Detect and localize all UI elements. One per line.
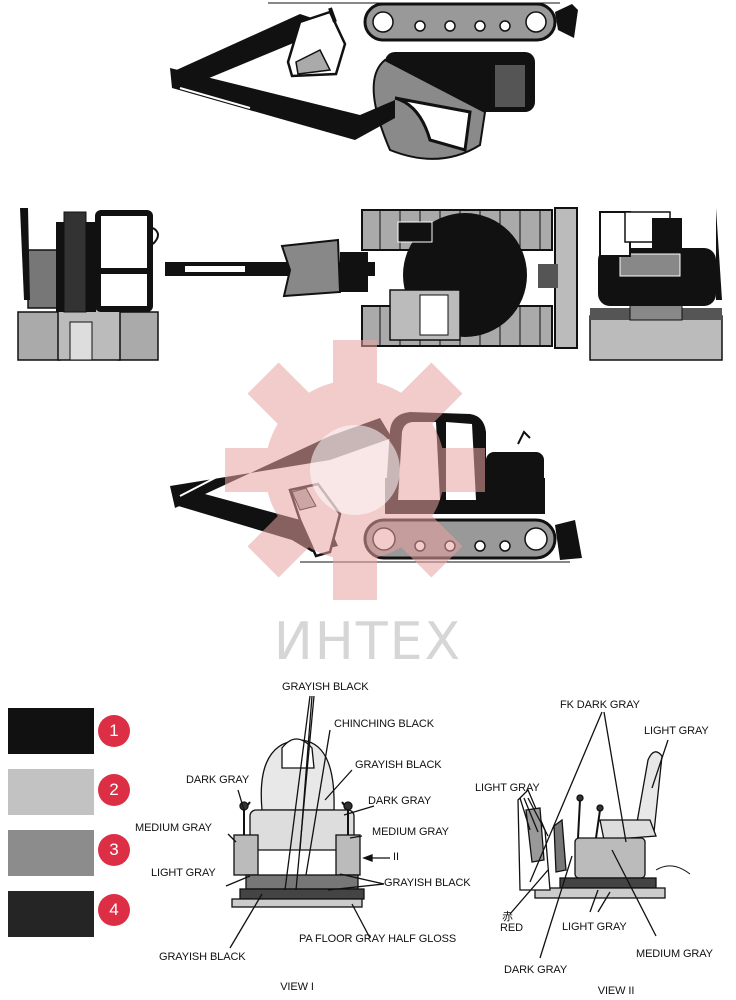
excavator-side-view xyxy=(170,412,582,563)
badge-2: 2 xyxy=(98,774,130,806)
excavator-plan-view xyxy=(165,207,578,349)
label-light-gray-bottom: LIGHT GRAY xyxy=(562,921,627,933)
label-pa-floor-gray: PA FLOOR GRAY HALF GLOSS xyxy=(299,933,457,945)
label-chinching-black: CHINCHING BLACK xyxy=(334,718,434,730)
badge-1: 1 xyxy=(98,715,130,747)
label-red: RED xyxy=(500,922,523,934)
label-fk-dark-gray: FK DARK GRAY xyxy=(560,699,640,711)
excavator-views xyxy=(17,2,723,563)
swatch-3 xyxy=(8,830,94,876)
arrow-view-2-label: II xyxy=(393,851,399,863)
label-medium-gray-left: MEDIUM GRAY xyxy=(135,822,212,834)
view-1-seat-drawing xyxy=(225,695,390,949)
badge-4: 4 xyxy=(98,894,130,926)
label-light-gray-top: LIGHT GRAY xyxy=(644,725,709,737)
label-grayish-black-2: GRAYISH BLACK xyxy=(355,759,442,771)
view-2-seat-drawing xyxy=(509,711,691,959)
label-grayish-black-3: GRAYISH BLACK xyxy=(384,877,471,889)
excavator-front-view xyxy=(17,208,159,361)
excavator-rear-view xyxy=(589,208,723,361)
label-dark-gray: DARK GRAY xyxy=(504,964,568,976)
watermark-text: ИНТЕХ xyxy=(273,612,463,672)
badge-3: 3 xyxy=(98,834,130,866)
label-medium-gray-right: MEDIUM GRAY xyxy=(372,826,449,838)
swatch-4 xyxy=(8,891,94,937)
label-grayish-black-bottom: GRAYISH BLACK xyxy=(159,951,246,963)
caption-view-1: VIEW I xyxy=(280,981,314,993)
swatch-1 xyxy=(8,708,94,754)
label-light-gray-left: LIGHT GRAY xyxy=(475,782,540,794)
label-grayish-black-top: GRAYISH BLACK xyxy=(282,681,369,693)
swatch-2 xyxy=(8,769,94,815)
excavator-top-view xyxy=(170,2,578,160)
label-medium-gray: MEDIUM GRAY xyxy=(636,948,713,960)
label-light-gray: LIGHT GRAY xyxy=(151,867,216,879)
label-dark-gray-left: DARK GRAY xyxy=(186,774,250,786)
label-dark-gray-right: DARK GRAY xyxy=(368,795,432,807)
label-red-japanese: 赤 xyxy=(502,911,513,923)
caption-view-2: VIEW II xyxy=(597,985,635,997)
